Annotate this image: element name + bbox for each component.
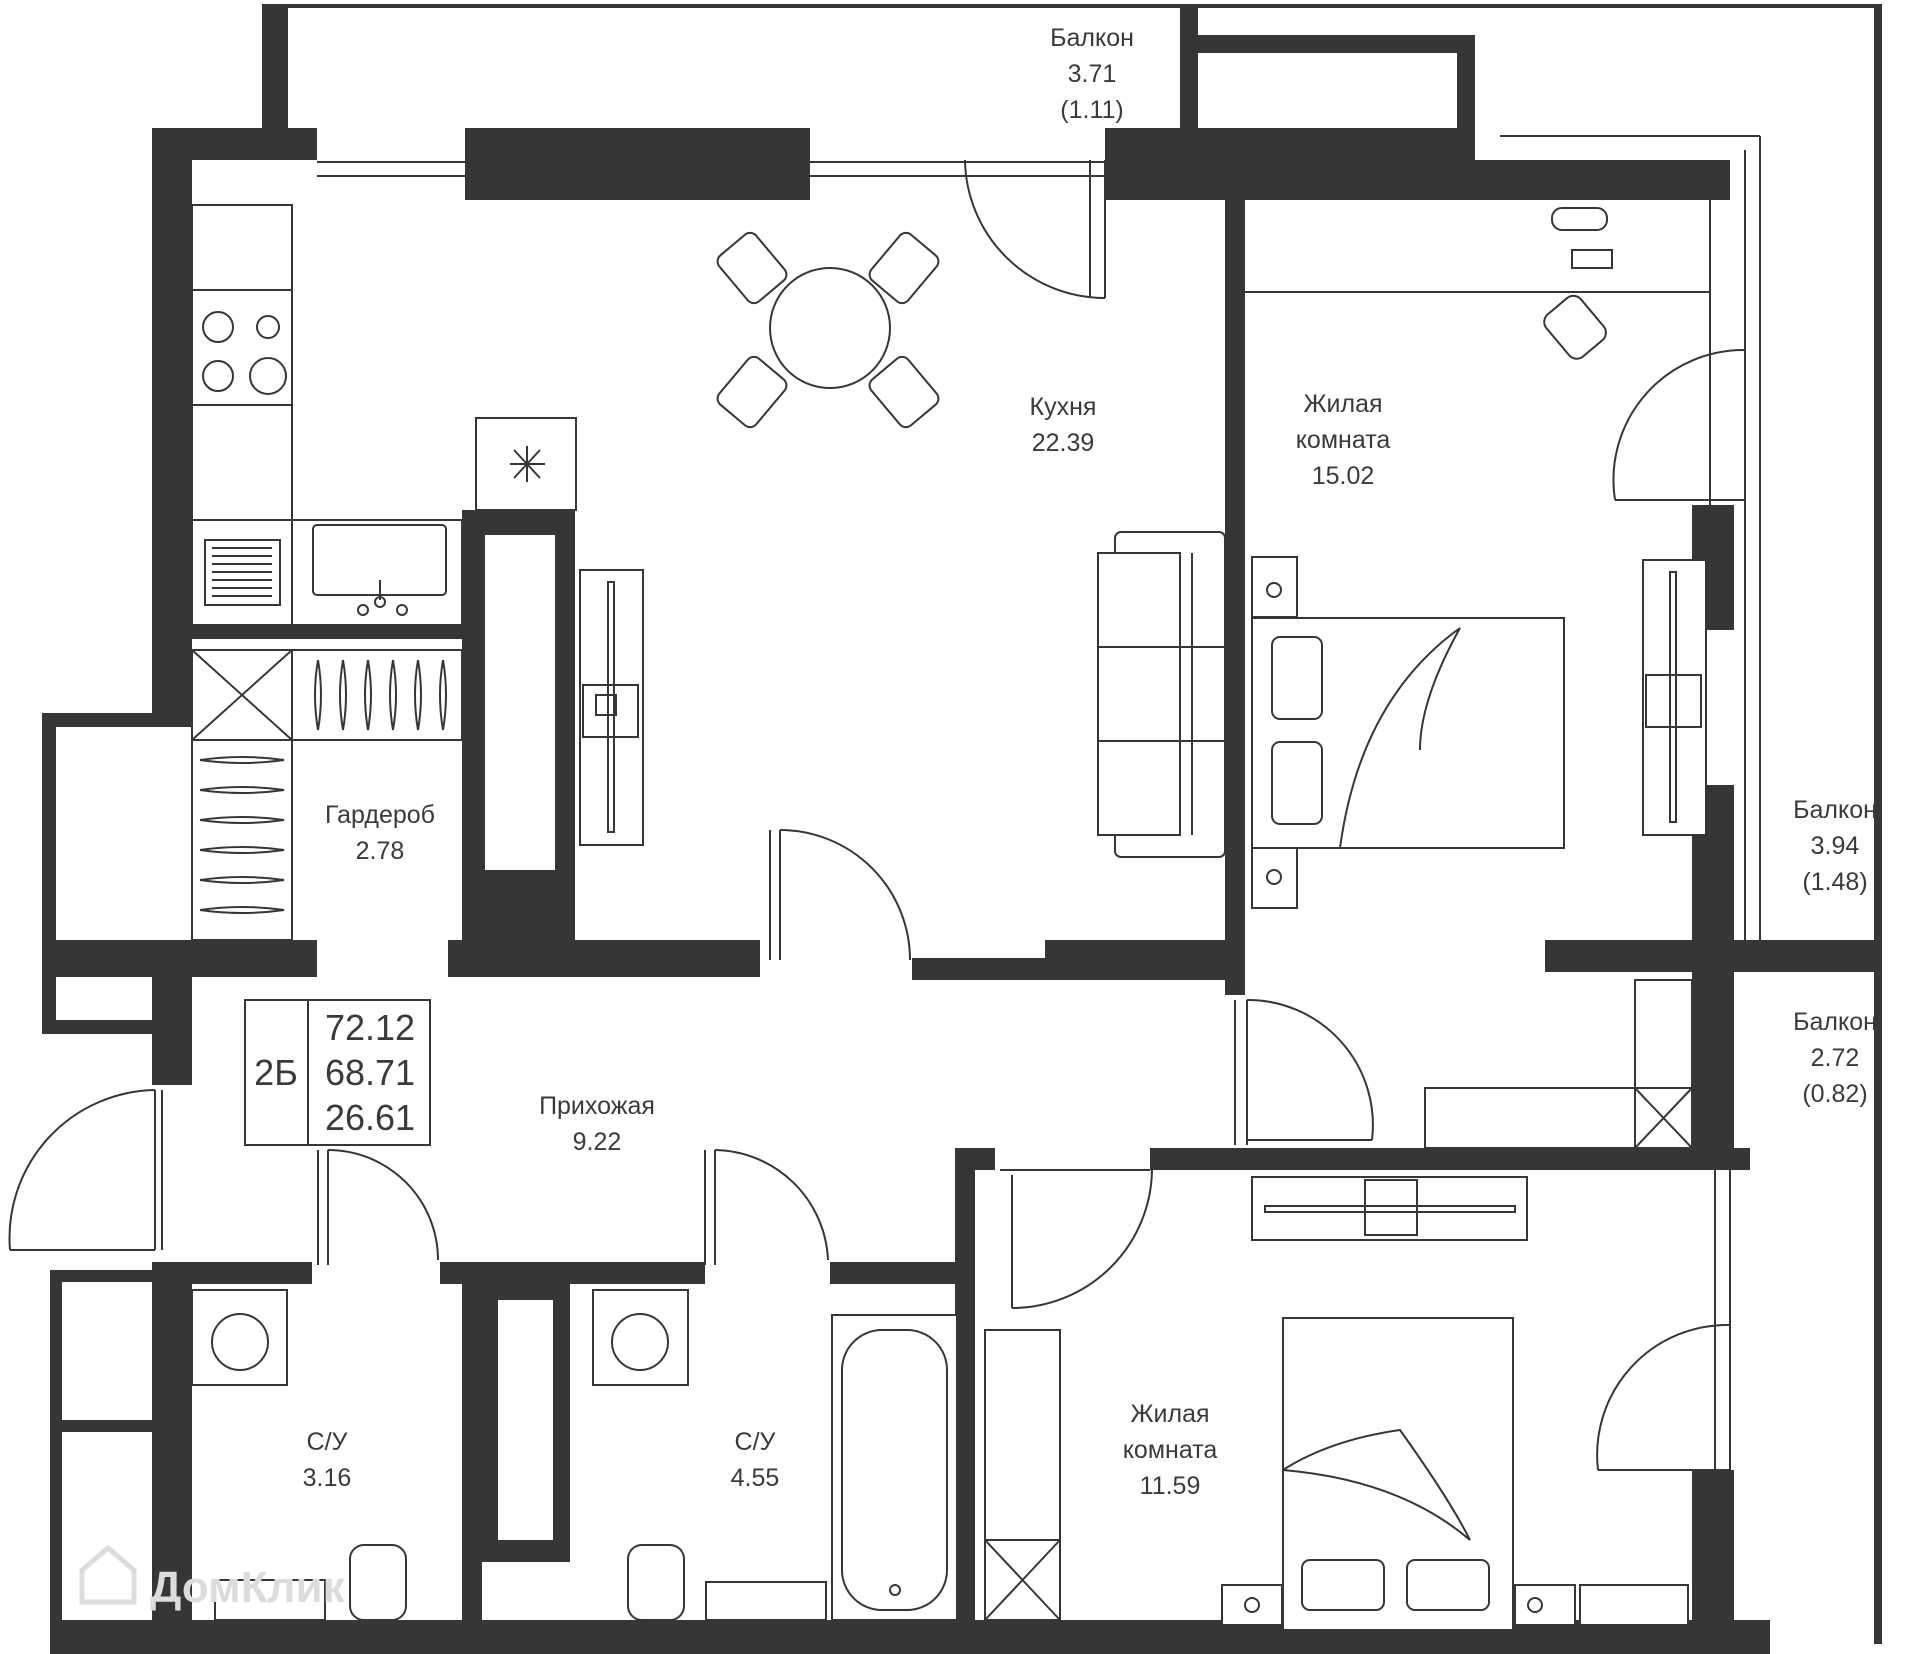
balcony-right2-area: 2.72 [1811, 1044, 1860, 1072]
bathroom1-name: С/У [307, 1428, 348, 1456]
balcony-right2-reduced: (0.82) [1802, 1080, 1867, 1108]
room-labels: Балкон 3.71 (1.11) Кухня 22.39 Жилая ком… [303, 24, 1877, 1500]
bathroom2-name: С/У [735, 1428, 776, 1456]
walls [42, 35, 1882, 1654]
bedroom1-area: 15.02 [1312, 462, 1375, 490]
apartment-type: 2Б [254, 1052, 298, 1093]
wardrobe-area: 2.78 [356, 837, 405, 865]
total-area: 72.12 [325, 1007, 415, 1048]
balcony-right1-name: Балкон [1793, 796, 1877, 824]
reduced-area: 68.71 [325, 1052, 415, 1093]
balcony-right1-reduced: (1.48) [1802, 868, 1867, 896]
balcony-top-name: Балкон [1050, 24, 1134, 52]
balcony-top-reduced: (1.11) [1060, 96, 1123, 124]
bedroom2-area: 11.59 [1140, 1472, 1201, 1500]
balcony-right2-name: Балкон [1793, 1008, 1877, 1036]
bedroom2-name-line1: Жилая [1130, 1400, 1209, 1428]
doors [8, 159, 1746, 1471]
balcony-top-area: 3.71 [1068, 60, 1117, 88]
furniture [191, 200, 1711, 1631]
bedroom1-name-line1: Жилая [1303, 390, 1382, 418]
living-area: 26.61 [325, 1097, 415, 1138]
balcony-right1-area: 3.94 [1811, 832, 1860, 860]
watermark-text: ДомКлик [150, 1563, 346, 1612]
bedroom2-name-line2: комната [1123, 1436, 1218, 1464]
bathroom2-area: 4.55 [731, 1464, 780, 1492]
kitchen-area: 22.39 [1032, 429, 1095, 457]
kitchen-name: Кухня [1030, 393, 1097, 421]
watermark: ДомКлик [79, 1544, 346, 1612]
bathroom1-area: 3.16 [303, 1464, 352, 1492]
wardrobe-name: Гардероб [325, 801, 435, 829]
hallway-name: Прихожая [539, 1092, 655, 1120]
house-logo-icon [79, 1544, 137, 1605]
hallway-area: 9.22 [573, 1128, 622, 1156]
summary-box: 2Б 72.12 68.71 26.61 [244, 999, 431, 1146]
bedroom1-name-line2: комната [1296, 426, 1391, 454]
